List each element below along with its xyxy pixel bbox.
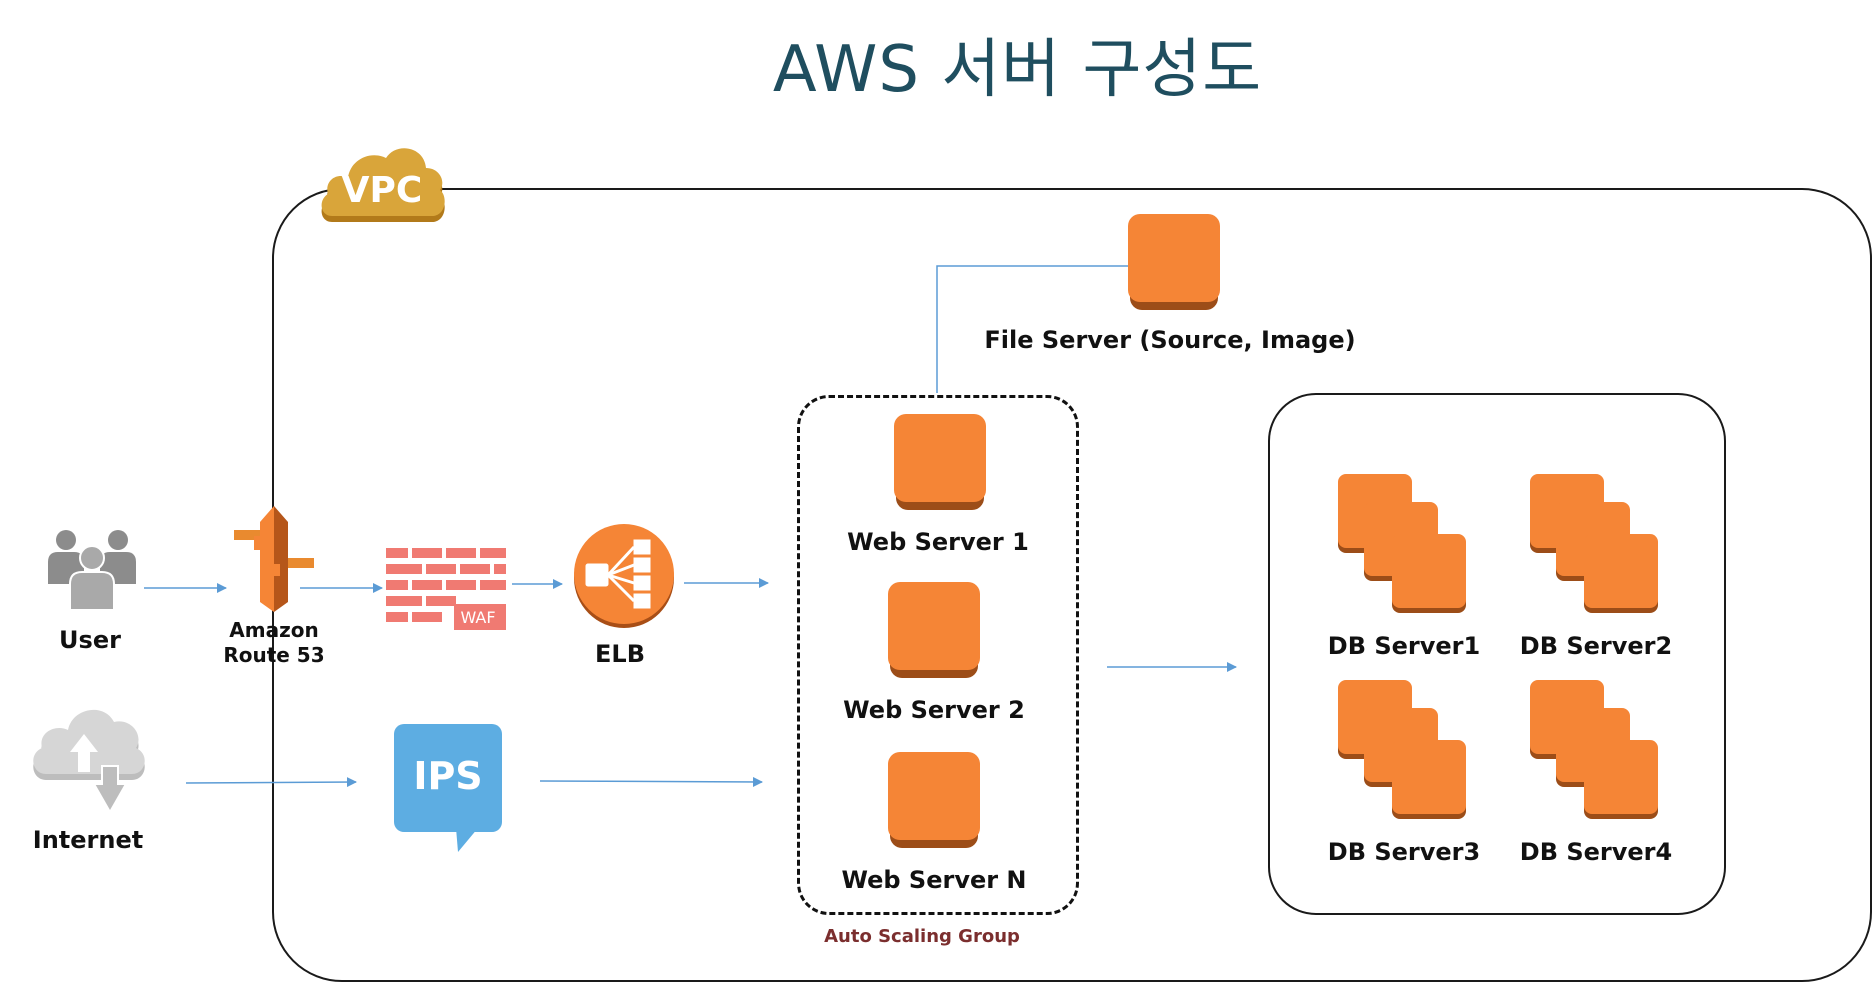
route53-label-line2: Route 53 (223, 643, 325, 667)
elb-load-balancer-icon (574, 524, 674, 628)
auto-scaling-group-boundary (797, 395, 1079, 915)
route53-icon (234, 506, 314, 612)
db-server-3-stack-icon (1338, 680, 1478, 830)
db-server-4-stack-icon (1530, 680, 1670, 830)
web-server-2-icon (888, 582, 980, 678)
waf-firewall-icon (386, 548, 506, 630)
internet-cloud-icon (33, 709, 145, 815)
db-server-2-stack-icon (1530, 474, 1670, 624)
arrow-ips-to-web (539, 776, 763, 787)
line-web-to-file-server (936, 265, 1128, 393)
file-server-label: File Server (Source, Image) (984, 326, 1356, 354)
web-server-1-label: Web Server 1 (847, 528, 1029, 556)
vpc-cloud-icon (321, 148, 445, 222)
web-server-1-icon (894, 414, 986, 510)
db-server-1-label: DB Server1 (1327, 632, 1481, 660)
ips-label: IPS (413, 754, 483, 798)
web-server-n-icon (888, 752, 980, 848)
web-server-2-label: Web Server 2 (843, 696, 1025, 724)
web-server-n-label: Web Server N (841, 866, 1027, 894)
file-server-icon (1128, 214, 1220, 310)
user-label: User (59, 626, 121, 654)
page-title: AWS 서버 구성도 (772, 33, 1263, 107)
db-server-3-label: DB Server3 (1327, 838, 1481, 866)
db-server-1-stack-icon (1338, 474, 1478, 624)
arrow-internet-to-ips (185, 777, 357, 788)
users-icon (48, 530, 136, 611)
db-server-2-label: DB Server2 (1519, 632, 1673, 660)
ips-speech-bubble-icon (394, 724, 502, 852)
vpc-label: VPC (341, 170, 423, 211)
route53-label-line1: Amazon (229, 618, 319, 642)
waf-label: WAF (460, 608, 496, 627)
db-cluster-boundary (1268, 393, 1726, 915)
db-server-4-label: DB Server4 (1519, 838, 1673, 866)
internet-label: Internet (32, 826, 144, 854)
auto-scaling-group-label: Auto Scaling Group (824, 926, 1020, 947)
elb-label: ELB (595, 640, 645, 668)
